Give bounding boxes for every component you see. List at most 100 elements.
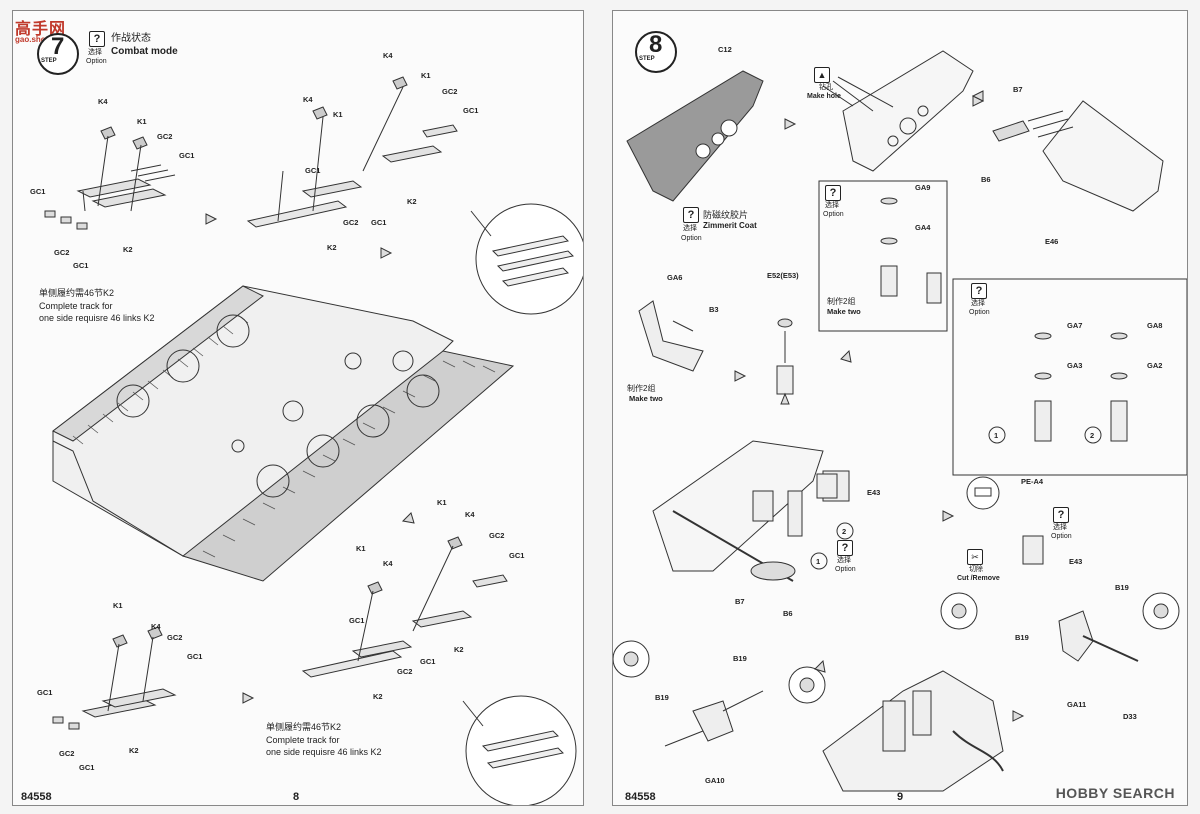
label-gc2: GC2	[167, 633, 183, 642]
label-gc1: GC1	[30, 187, 46, 196]
label-gc2: GC2	[397, 667, 413, 676]
label-c12: C12	[718, 45, 732, 54]
watermark-brand: HOBBY SEARCH	[1055, 785, 1175, 801]
label-b3: B3	[709, 305, 719, 314]
label-k2: K2	[407, 197, 417, 206]
option-icon: ?	[971, 283, 987, 299]
label-k1: K1	[356, 544, 366, 553]
option-cn: 选择	[1053, 524, 1067, 531]
label-k1: K1	[333, 110, 343, 119]
option-icon: ?	[683, 207, 699, 223]
cut-en: Cut /Remove	[957, 575, 1000, 582]
label-k2: K2	[327, 243, 337, 252]
label-k4: K4	[303, 95, 313, 104]
label-gc1: GC1	[79, 763, 95, 772]
label-b7: B7	[735, 597, 745, 606]
label-ga4: GA4	[915, 223, 931, 232]
label-gc2: GC2	[157, 132, 173, 141]
circle-2-label: 2	[1090, 431, 1095, 440]
label-gc1: GC1	[420, 657, 436, 666]
label-b19: B19	[1115, 583, 1129, 592]
option-icon: ?	[1053, 507, 1069, 523]
label-k4: K4	[383, 51, 393, 60]
track-sub-assembly-2	[246, 76, 458, 228]
label-b19: B19	[655, 693, 669, 702]
label-b6: B6	[981, 175, 991, 184]
make-two-en: Make two	[629, 394, 663, 403]
label-k4: K4	[465, 510, 475, 519]
label-b19: B19	[1015, 633, 1029, 642]
track-note-en-2b: one side requisre 46 links K2	[266, 747, 382, 757]
label-gc2: GC2	[343, 218, 359, 227]
make-two-cn: 制作2组	[827, 297, 856, 306]
label-b7: B7	[1013, 85, 1023, 94]
label-e43: E43	[1069, 557, 1083, 566]
label-gc1: GC1	[349, 616, 365, 625]
assembly-drawings	[613, 50, 1187, 792]
track-sub-assembly-4	[52, 626, 177, 730]
label-k2: K2	[373, 692, 383, 701]
label-k4: K4	[151, 622, 161, 631]
option-en: Option	[835, 566, 856, 573]
make-two-cn: 制作2组	[627, 384, 656, 393]
mode-title-cn: 作战状态	[111, 33, 151, 44]
label-d33: D33	[1123, 712, 1137, 721]
instruction-page-right: 8 STEP	[612, 10, 1188, 806]
option-cn: 选择	[837, 557, 851, 564]
page-number: 8	[293, 791, 300, 803]
label-b19: B19	[733, 654, 747, 663]
label-ga8: GA8	[1147, 321, 1163, 330]
label-k4: K4	[98, 97, 108, 106]
label-gc1: GC1	[463, 106, 479, 115]
label-ga9: GA9	[915, 183, 931, 192]
make-two-en: Make two	[827, 307, 861, 316]
circle-1-label: 1	[994, 431, 999, 440]
drill-icon: ▲	[814, 67, 830, 83]
product-code: 84558	[21, 791, 52, 803]
label-ga2: GA2	[1147, 361, 1163, 370]
label-ga7: GA7	[1067, 321, 1083, 330]
track-note-en-1a: Complete track for	[39, 301, 113, 311]
page-number: 9	[897, 791, 904, 803]
track-note-en-2a: Complete track for	[266, 735, 340, 745]
option-icon: ?	[825, 185, 841, 201]
instruction-page-left: 高手网 gao.shou.com 7 STEP ? 选择 Option 作战状态…	[12, 10, 584, 806]
label-gc2: GC2	[442, 87, 458, 96]
track-note-cn-1: 单侧履约需46节K2	[39, 288, 115, 298]
option-cn: 选择	[683, 225, 697, 232]
label-k1: K1	[437, 498, 447, 507]
label-gc2: GC2	[54, 248, 70, 257]
option-cn: 选择	[825, 202, 839, 209]
zimmerit-cn: 防磁纹胶片	[703, 210, 749, 220]
cut-cn: 切除	[969, 566, 983, 573]
label-gc1: GC1	[187, 652, 203, 661]
option-cn: 选择	[88, 49, 102, 56]
label-k1: K1	[113, 601, 123, 610]
label-k2: K2	[129, 746, 139, 755]
label-e46: E46	[1045, 237, 1059, 246]
label-ga6: GA6	[667, 273, 683, 282]
zimmerit-en: Zimmerit Coat	[703, 221, 757, 230]
label-k4: K4	[383, 559, 393, 568]
label-k2: K2	[454, 645, 464, 654]
option-box-1	[818, 180, 948, 332]
label-ga3: GA3	[1067, 361, 1083, 370]
track-note-cn-2: 单侧履约需46节K2	[266, 722, 342, 732]
label-gc1: GC1	[179, 151, 195, 160]
label-k1: K1	[421, 71, 431, 80]
make-hole-en: Make hole	[807, 93, 841, 100]
label-gc1: GC1	[371, 218, 387, 227]
label-e43: E43	[867, 488, 881, 497]
label-ga10: GA10	[705, 776, 725, 785]
mode-title-en: Combat mode	[111, 46, 178, 57]
label-ga11: GA11	[1067, 700, 1087, 709]
option-icon: ?	[89, 31, 105, 47]
label-gc1: GC1	[73, 261, 89, 270]
label-k1: K1	[137, 117, 147, 126]
option-en: Option	[1051, 533, 1072, 540]
circle-1-label: 1	[816, 557, 821, 566]
step-badge: 8 STEP	[635, 31, 677, 73]
option-cn: 选择	[971, 300, 985, 307]
label-gc1: GC1	[509, 551, 525, 560]
label-e52: E52(E53)	[767, 271, 799, 280]
